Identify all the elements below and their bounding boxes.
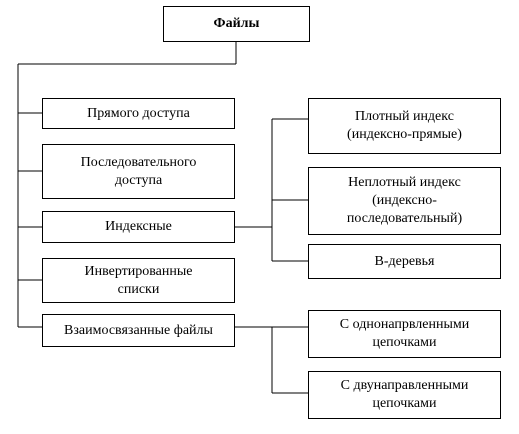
node-sequential-access: Последовательного доступа — [42, 144, 235, 199]
node-b-trees: В-деревья — [308, 244, 501, 279]
node-direct-access: Прямого доступа — [42, 98, 235, 129]
node-one-way-chains: С однонапрвленными цепочками — [308, 310, 501, 358]
node-indexed: Индексные — [42, 211, 235, 243]
node-dense-index: Плотный индекс (индексно-прямые) — [308, 98, 501, 154]
node-linked-files: Взаимосвязанные файлы — [42, 314, 235, 347]
node-inverted-lists: Инвертированные списки — [42, 258, 235, 303]
node-sparse-index: Неплотный индекс (индексно- последовател… — [308, 167, 501, 235]
root-node-files: Файлы — [163, 6, 310, 42]
node-two-way-chains: С двунаправленными цепочками — [308, 371, 501, 419]
